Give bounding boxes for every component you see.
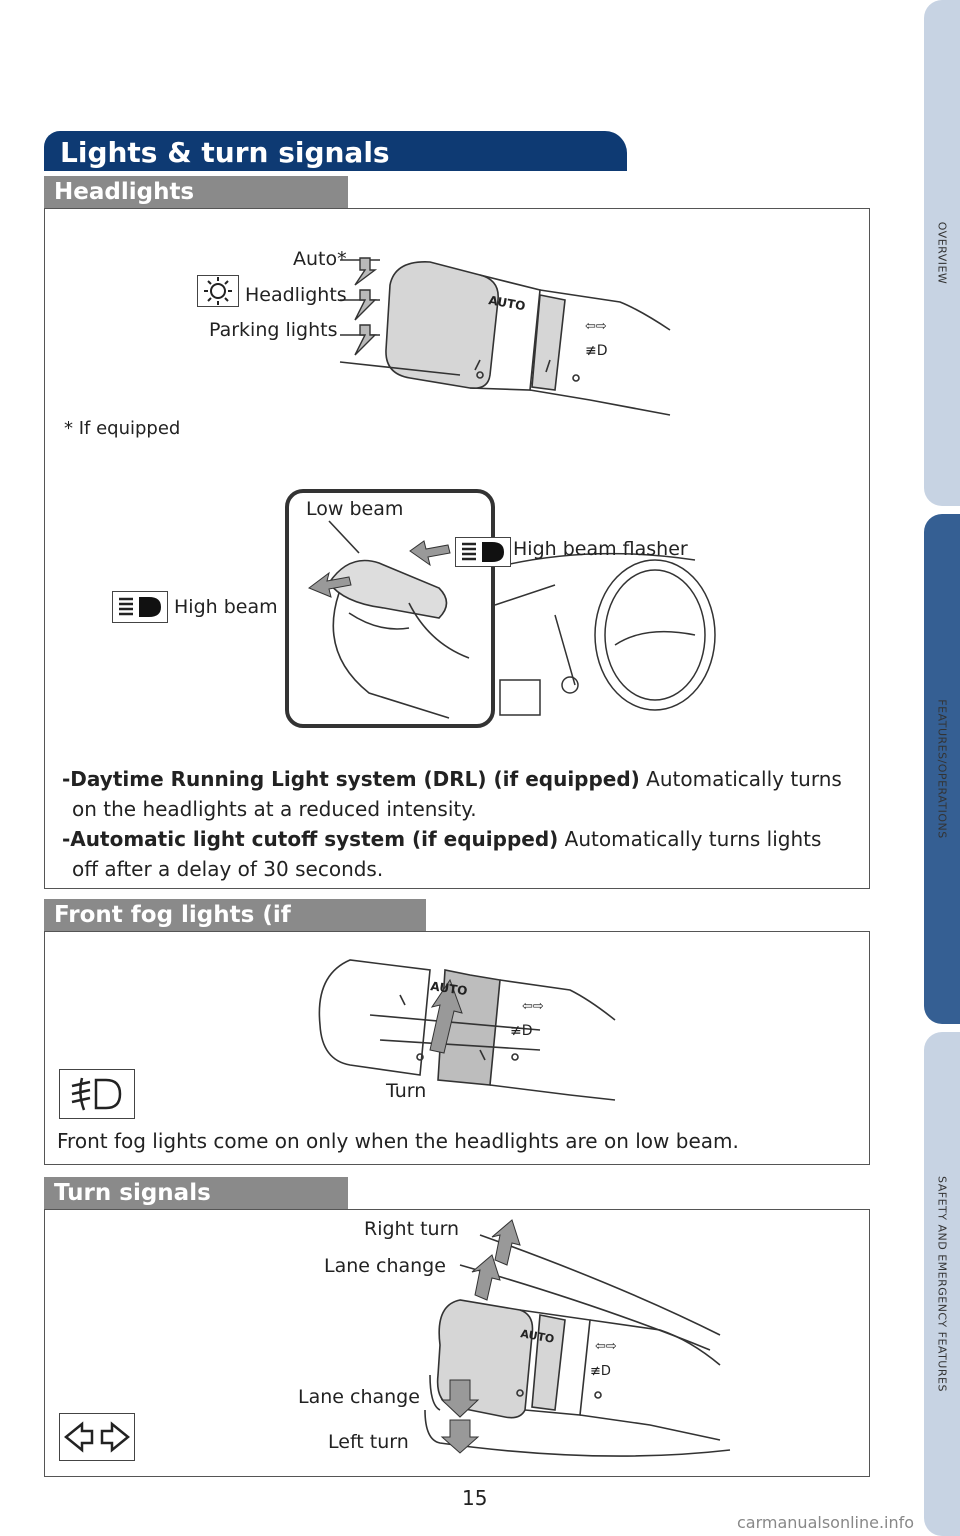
label-high-beam: High beam: [174, 596, 278, 618]
watermark: carmanualsonline.info: [737, 1513, 915, 1532]
label-auto: Auto*: [293, 248, 347, 270]
label-right-turn: Right turn: [364, 1218, 460, 1240]
drl-paragraph: -Daytime Running Light system (DRL) (if …: [62, 764, 862, 884]
section-header-turn-signals: Turn signals: [44, 1177, 348, 1209]
section-header-headlights: Headlights: [44, 176, 348, 208]
page-number: 15: [462, 1486, 488, 1510]
svg-text:AUTO: AUTO: [519, 1327, 555, 1346]
svg-text:≢D: ≢D: [510, 1023, 533, 1039]
cutoff-bold: -Automatic light cutoff system (if equip…: [62, 827, 559, 851]
turn-signal-arrows-icon: [59, 1413, 135, 1461]
side-tab-label: SAFETY AND EMERGENCY FEATURES: [935, 1176, 949, 1392]
svg-text:⇦⇨: ⇦⇨: [585, 319, 607, 334]
fog-lights-panel: [44, 931, 870, 1165]
drl-text: Automatically turns: [639, 767, 842, 791]
turn-signals-panel: [44, 1209, 870, 1477]
fog-light-icon: [59, 1069, 135, 1119]
high-beam-icon: [112, 591, 168, 623]
side-tab-overview[interactable]: OVERVIEW: [924, 0, 960, 506]
headlights-panel: [44, 208, 870, 889]
cutoff-text-cont: off after a delay of 30 seconds.: [72, 857, 384, 881]
drl-bold: -Daytime Running Light system (DRL) (if …: [62, 767, 640, 791]
label-parking-lights: Parking lights: [209, 319, 338, 341]
label-turn: Turn: [386, 1080, 427, 1102]
section-header-fog-lights: Front fog lights (if equipped): [44, 899, 426, 960]
low-beam-inset: [285, 489, 495, 728]
label-high-beam-flasher: High beam flasher: [513, 538, 688, 560]
label-headlights: Headlights: [245, 284, 347, 306]
fog-lever-illustration: AUTO ⇦⇨ ≢D: [318, 959, 616, 1101]
headlight-icon: [197, 275, 239, 307]
steering-wheel-illustration: [494, 552, 716, 716]
side-tab-features[interactable]: FEATURES/OPERATIONS: [924, 514, 960, 1024]
label-low-beam: Low beam: [306, 498, 404, 520]
label-left-turn: Left turn: [328, 1431, 409, 1453]
svg-text:⇦⇨: ⇦⇨: [595, 1339, 617, 1354]
headlight-lever-illustration: AUTO ≢D ⇦⇨: [339, 257, 671, 416]
fog-description: Front fog lights come on only when the h…: [57, 1129, 739, 1153]
label-lane-change-up: Lane change: [324, 1255, 446, 1277]
label-lane-change-down: Lane change: [298, 1386, 420, 1408]
drl-text-cont: on the headlights at a reduced intensity…: [72, 797, 477, 821]
cutoff-text: Automatically turns lights: [558, 827, 822, 851]
svg-text:AUTO: AUTO: [430, 979, 469, 998]
high-beam-icon: [455, 537, 511, 567]
side-tab-label: OVERVIEW: [935, 221, 949, 285]
footnote-if-equipped: * If equipped: [64, 418, 181, 439]
turn-signal-lever-illustration: AUTO ⇦⇨ ≢D: [424, 1219, 731, 1457]
side-tab-label: FEATURES/OPERATIONS: [935, 699, 949, 839]
svg-text:≢D: ≢D: [590, 1364, 611, 1379]
svg-text:≢D: ≢D: [585, 343, 608, 359]
svg-text:⇦⇨: ⇦⇨: [522, 999, 544, 1014]
side-tab-safety[interactable]: SAFETY AND EMERGENCY FEATURES: [924, 1032, 960, 1536]
page-title: Lights & turn signals: [44, 131, 627, 171]
svg-text:AUTO: AUTO: [487, 293, 526, 313]
